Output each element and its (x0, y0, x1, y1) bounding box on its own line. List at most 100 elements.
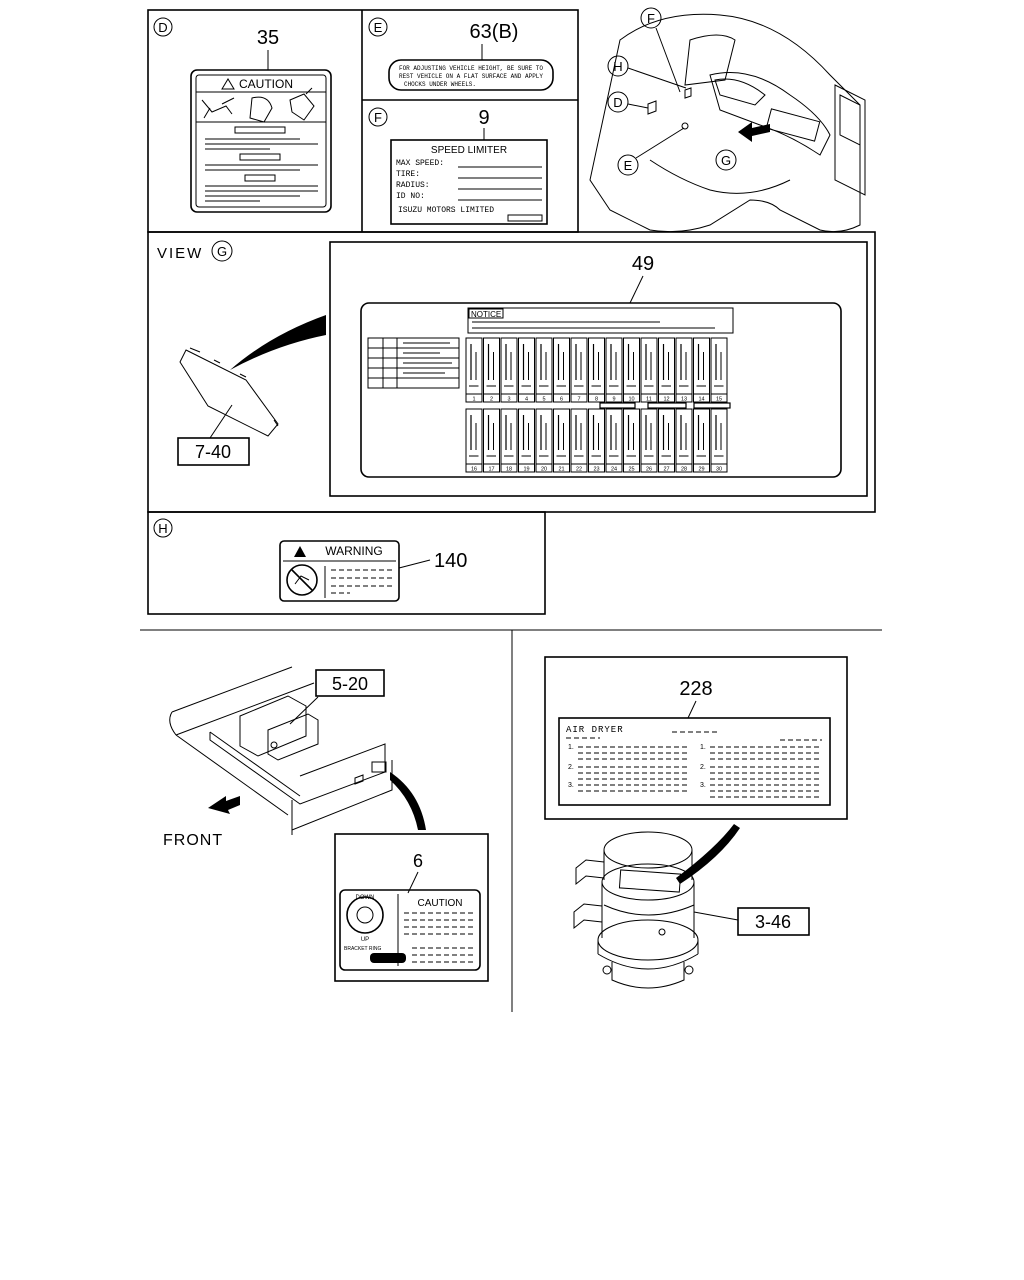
fuse-cell: 8 (588, 337, 605, 403)
dial-up-label: UP (361, 937, 369, 943)
panel-d: D 35 CAUTION (153, 17, 332, 213)
ref-number-3-46: 3-46 (755, 912, 791, 932)
fuse-number: 17 (488, 467, 494, 473)
fuse-number: 3 (507, 397, 510, 403)
fuse-number: 29 (698, 467, 704, 473)
fuse-cell: 17 (483, 408, 500, 473)
fuse-number: 9 (612, 397, 615, 403)
ref-box-7-40 (177, 437, 250, 466)
left-item-2: 2. (568, 764, 574, 771)
notice-title: NOTICE (471, 310, 501, 319)
fuse-number: 23 (593, 467, 599, 473)
fuse-number: 21 (558, 467, 564, 473)
right-item-2: 2. (700, 764, 706, 771)
field-id-no: ID NO: (396, 192, 425, 201)
ref-number-5-20: 5-20 (332, 674, 368, 694)
fuse-number: 5 (542, 397, 545, 403)
top-panel-frame (140, 9, 882, 1012)
prohibition-icon (286, 564, 318, 596)
air-dryer-label-frame (544, 656, 848, 820)
warning-title: WARNING (325, 544, 383, 558)
panel-air-dryer: 228 AIR DRYER 1. 2. 3. 1. 2. 3. (544, 656, 848, 989)
overview-marker-d: D (613, 95, 622, 110)
dial-down-label: DOWN (356, 895, 375, 901)
part-number-9: 9 (478, 107, 489, 129)
callout-sweep (390, 772, 426, 830)
right-item-1: 1. (700, 744, 706, 751)
fuse-number: 7 (577, 397, 580, 403)
ref-box-3-46 (737, 907, 810, 936)
fuse-bracket (599, 402, 636, 409)
caution-label-6: DOWN UP BRACKET RING CAUTION (339, 889, 481, 971)
adjust-height-label-63b: FOR ADJUSTING VEHICLE HEIGHT, BE SURE TO… (388, 59, 554, 91)
fuse-number: 25 (628, 467, 634, 473)
fuse-number: 20 (541, 467, 547, 473)
view-title: VIEW (157, 245, 203, 262)
callout-sweep (230, 315, 326, 370)
fuse-cell: 29 (693, 408, 710, 473)
fuse-cell: 28 (675, 408, 693, 473)
fuse-number: 8 (595, 397, 598, 403)
overview-marker-g: G (721, 153, 731, 168)
pictogram-icons (201, 87, 315, 123)
ref-box-5-20 (315, 669, 385, 697)
cab-overview-drawing (589, 13, 866, 233)
fuse-number: 11 (646, 397, 652, 403)
fuse-cell: 25 (623, 408, 640, 473)
fuse-box-cover-drawing (179, 347, 279, 437)
fuse-cell: 16 (465, 408, 483, 473)
part-number-49: 49 (632, 253, 654, 275)
speed-limiter-title: SPEED LIMITER (431, 145, 507, 156)
view-direction-arrow-icon (738, 122, 770, 142)
panel-e: E 63(B) FOR ADJUSTING VEHICLE HEIGHT, BE… (368, 17, 554, 91)
warning-triangle-icon (294, 546, 306, 557)
fuse-cell: 20 (535, 408, 553, 473)
fuse-bracket (693, 402, 731, 409)
label-line-2: REST VEHICLE ON A FLAT SURFACE AND APPLY (399, 73, 543, 80)
air-dryer-unit-drawing (573, 831, 699, 989)
fuse-number: 16 (471, 467, 477, 473)
fuse-number: 30 (716, 467, 722, 473)
warning-triangle-icon (221, 78, 235, 90)
dial-note: BRACKET RING (344, 946, 382, 952)
fuse-cell: 12 (658, 337, 675, 403)
left-item-1: 1. (568, 744, 574, 751)
fuse-number: 6 (560, 397, 563, 403)
overview-marker-e: E (624, 158, 633, 173)
fuse-cell: 30 (710, 408, 728, 473)
overview-marker-f: F (647, 11, 655, 26)
fuse-cell: 7 (570, 337, 588, 403)
caution-label-frame-6 (334, 833, 489, 982)
fuse-cell: 14 (693, 337, 710, 403)
caution-title-6: CAUTION (418, 898, 463, 909)
front-arrow-icon (208, 796, 240, 814)
field-max-speed: MAX SPEED: (396, 159, 444, 168)
fuse-cell: 1 (465, 337, 483, 403)
fuse-cell: 4 (518, 337, 535, 403)
fuse-number: 13 (681, 397, 687, 403)
fuse-cell: 27 (658, 408, 675, 473)
fuse-legend-table (367, 337, 460, 389)
part-number-63b: 63(B) (470, 21, 519, 43)
callout-sweep (676, 824, 740, 884)
part-number-140: 140 (434, 550, 467, 572)
fuse-cell: 23 (588, 408, 605, 473)
fuse-cell: 18 (500, 408, 518, 473)
adjust-dial-icon (346, 896, 384, 934)
fuse-number: 12 (663, 397, 669, 403)
fuse-cell: 22 (570, 408, 588, 473)
fuse-number: 14 (698, 397, 704, 403)
fuse-cell: 21 (553, 408, 570, 473)
fuse-label-frame (329, 241, 868, 497)
front-label: FRONT (163, 832, 223, 849)
fuse-number: 26 (646, 467, 652, 473)
part-number-6: 6 (413, 851, 423, 871)
panel-f: F 9 SPEED LIMITER MAX SPEED: TIRE: RADIU… (368, 107, 548, 225)
caution-title: CAUTION (239, 77, 293, 91)
right-item-3: 3. (700, 782, 706, 789)
marker-f: F (374, 110, 382, 125)
label-line-1: FOR ADJUSTING VEHICLE HEIGHT, BE SURE TO (399, 65, 543, 72)
fuse-number: 10 (628, 397, 634, 403)
